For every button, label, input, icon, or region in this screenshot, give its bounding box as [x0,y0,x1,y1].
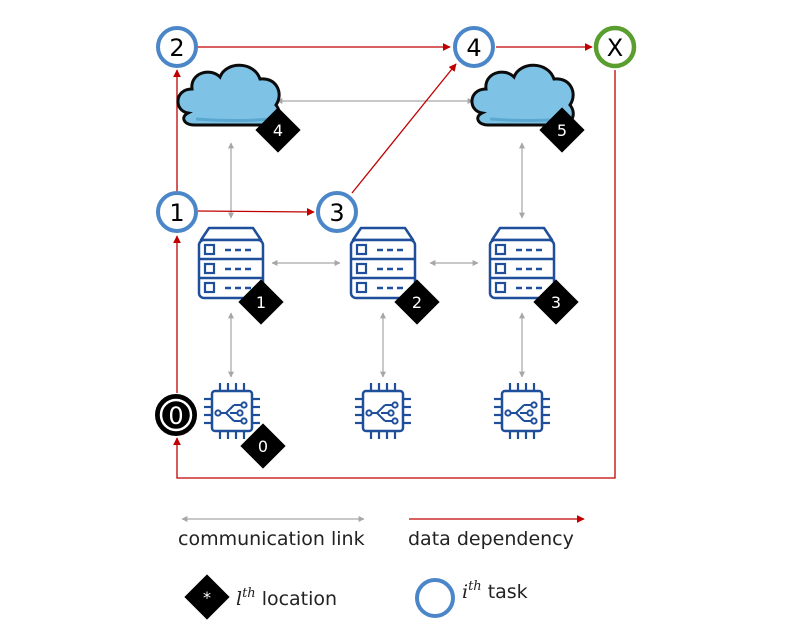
device-location-right [492,381,552,441]
device-location-0 [202,381,262,441]
svg-text:0: 0 [168,402,183,430]
chip-icon [492,381,552,441]
dep-task3-task4 [351,63,457,194]
svg-text:*: * [203,588,211,607]
svg-text:1: 1 [169,199,184,227]
legend-task-ring [415,578,455,618]
server-location-2 [349,226,417,300]
task-node-exit: X [593,25,637,69]
legend-communication-link-label: communication link [178,528,365,550]
task-node-0: 0 [155,394,197,436]
svg-text:2: 2 [412,293,422,312]
svg-text:2: 2 [169,34,184,62]
cloud-location-4 [176,63,281,127]
chip-icon [353,381,413,441]
svg-text:4: 4 [466,34,481,62]
svg-text:0: 0 [258,437,268,456]
legend-location-badge: * [184,574,230,620]
svg-text:X: X [607,34,623,62]
server-icon [488,226,556,300]
cloud-icon [176,63,281,127]
task-node-2: 2 [156,26,198,68]
task-node-3: 3 [316,191,358,233]
device-location-middle [353,381,413,441]
server-location-3 [488,226,556,300]
task-node-1: 1 [156,191,198,233]
svg-text:3: 3 [329,199,344,227]
dep-task1-task3 [197,208,315,216]
task-node-4: 4 [453,26,495,68]
server-icon [349,226,417,300]
chip-icon [202,381,262,441]
svg-text:5: 5 [557,121,567,140]
dep-exit-loop-task0 [173,70,616,479]
legend-data-dependency-label: data dependency [408,528,574,550]
svg-text:1: 1 [256,293,266,312]
svg-text:3: 3 [551,293,561,312]
data-dependencies [173,43,616,479]
svg-text:4: 4 [273,121,283,140]
legend: communication link data dependency * lth… [178,515,585,620]
communication-links [228,98,525,378]
